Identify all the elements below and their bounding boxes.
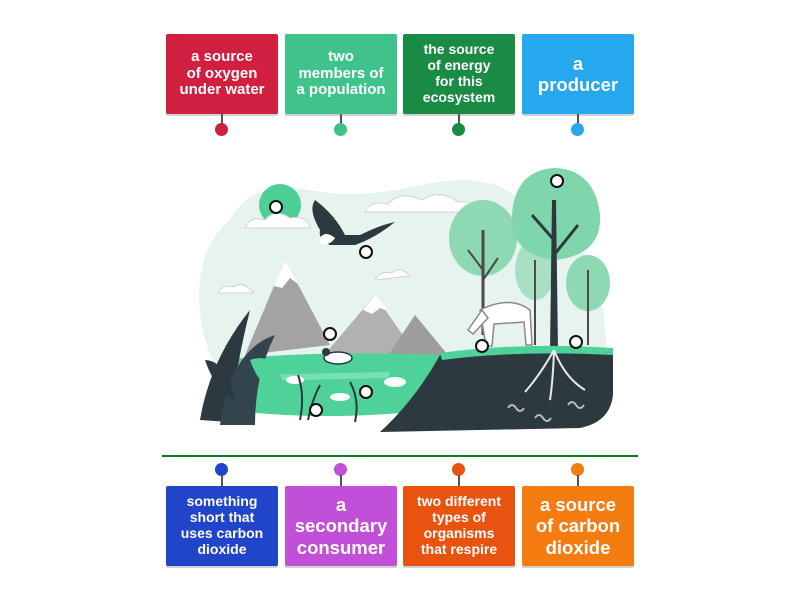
fern bbox=[220, 335, 275, 425]
deer bbox=[479, 301, 533, 347]
card-label: two members of a population bbox=[296, 47, 386, 99]
pin-stem bbox=[340, 114, 342, 124]
soil bbox=[380, 348, 613, 432]
pin-dot[interactable] bbox=[452, 463, 465, 476]
card-label: a source of oxygen under water bbox=[179, 47, 265, 99]
pin-stem bbox=[577, 114, 579, 124]
drop-target-plant[interactable] bbox=[309, 403, 323, 417]
card-label: a secondary consumer bbox=[294, 494, 388, 558]
cloud bbox=[217, 284, 256, 294]
worm bbox=[567, 401, 585, 409]
fish bbox=[384, 377, 406, 387]
card-carbon-dioxide-source[interactable]: a source of carbon dioxide bbox=[522, 486, 634, 566]
pin-dot[interactable] bbox=[334, 123, 347, 136]
drop-target-roots[interactable] bbox=[569, 335, 583, 349]
card-label: something short that uses carbon dioxide bbox=[180, 493, 264, 557]
lake-reflection bbox=[250, 372, 390, 381]
tree-branch bbox=[530, 214, 556, 241]
duck bbox=[323, 351, 353, 365]
pin-stem bbox=[221, 114, 223, 124]
card-population-members[interactable]: two members of a population bbox=[285, 34, 397, 114]
card-label: a producer bbox=[537, 52, 619, 95]
pin-dot[interactable] bbox=[215, 123, 228, 136]
card-label: a source of carbon dioxide bbox=[535, 494, 621, 558]
pin-dot[interactable] bbox=[215, 463, 228, 476]
card-respiring-organisms[interactable]: two different types of organisms that re… bbox=[403, 486, 515, 566]
drop-target-bird[interactable] bbox=[359, 245, 373, 259]
fern bbox=[205, 360, 235, 400]
pin-dot[interactable] bbox=[452, 123, 465, 136]
fish bbox=[330, 393, 350, 401]
mountain bbox=[320, 295, 420, 360]
drop-target-fish[interactable] bbox=[359, 385, 373, 399]
pin-stem bbox=[458, 114, 460, 124]
drop-target-deer[interactable] bbox=[475, 339, 489, 353]
card-oxygen-source[interactable]: a source of oxygen under water bbox=[166, 34, 278, 114]
duck-head bbox=[322, 348, 330, 356]
lake bbox=[225, 353, 440, 416]
pin-stem bbox=[458, 475, 460, 486]
divider-line bbox=[162, 455, 638, 457]
card-label: two different types of organisms that re… bbox=[417, 493, 501, 557]
worm bbox=[534, 414, 552, 422]
pin-dot[interactable] bbox=[334, 463, 347, 476]
cloud bbox=[374, 269, 412, 281]
drop-target-sun[interactable] bbox=[269, 200, 283, 214]
mountain bbox=[385, 315, 452, 360]
eagle-head bbox=[320, 234, 335, 245]
drop-target-tree[interactable] bbox=[550, 174, 564, 188]
ecosystem-illustration bbox=[199, 168, 613, 432]
fern bbox=[250, 358, 285, 395]
pin-stem bbox=[577, 475, 579, 486]
pin-stem bbox=[221, 475, 223, 486]
mountain-peak bbox=[274, 260, 298, 288]
drop-target-mountain[interactable] bbox=[323, 327, 337, 341]
card-uses-carbon-dioxide[interactable]: something short that uses carbon dioxide bbox=[166, 486, 278, 566]
pin-dot[interactable] bbox=[571, 123, 584, 136]
tree-roots bbox=[524, 349, 586, 401]
tree-branch bbox=[467, 249, 484, 271]
cloud bbox=[364, 194, 481, 213]
mountain-peak bbox=[363, 295, 390, 314]
mountain bbox=[245, 260, 330, 355]
pond-plant bbox=[297, 374, 358, 423]
eagle bbox=[312, 200, 395, 245]
card-label: the source of energy for this ecosystem bbox=[422, 41, 496, 105]
pin-stem bbox=[340, 475, 342, 486]
card-producer[interactable]: a producer bbox=[522, 34, 634, 114]
pin-dot[interactable] bbox=[571, 463, 584, 476]
card-secondary-consumer[interactable]: a secondary consumer bbox=[285, 486, 397, 566]
deer-head bbox=[466, 308, 489, 336]
card-energy-source[interactable]: the source of energy for this ecosystem bbox=[403, 34, 515, 114]
tree-branch bbox=[552, 224, 580, 256]
tree-branch bbox=[482, 257, 499, 281]
worm bbox=[507, 404, 525, 412]
fern bbox=[200, 310, 250, 422]
fish bbox=[286, 376, 304, 384]
